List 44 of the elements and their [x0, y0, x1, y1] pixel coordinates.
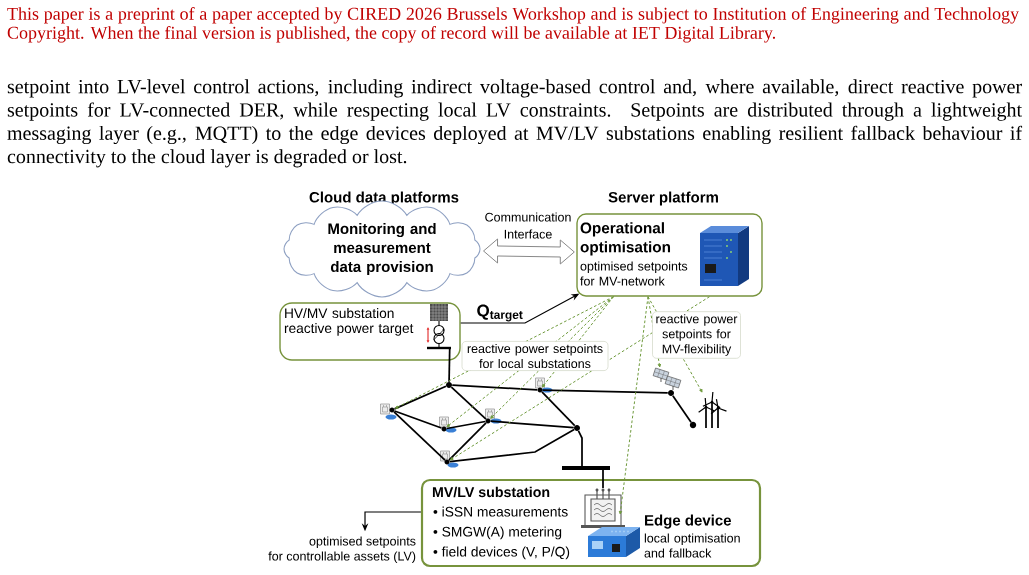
list-item: • iSSN measurements [433, 506, 568, 517]
substation-icon [440, 450, 459, 468]
device-name: Edge device [645, 514, 731, 529]
box-title: MV/LV substation [432, 486, 550, 498]
wind-farm-icon [698, 391, 728, 429]
power-line [445, 420, 487, 430]
power-line [451, 384, 539, 391]
substation-icon [535, 377, 553, 393]
dashed-arrow [449, 296, 710, 461]
busbar [562, 466, 610, 470]
box-title: Operational optimisation [580, 222, 670, 256]
power-line [577, 430, 583, 467]
substation-icon [380, 403, 397, 420]
power-line [602, 469, 604, 489]
edge-label: reactive power setpoints for local substations [461, 341, 609, 371]
power-line [393, 411, 446, 461]
dashed-arrow [618, 296, 649, 515]
power-line [448, 422, 487, 461]
transformer-icon [581, 488, 625, 528]
power-line [541, 391, 576, 427]
edge-label: Communication Interface [485, 212, 571, 239]
box-text: HV/MV substation reactive power target [284, 308, 414, 336]
substation-icon [439, 416, 457, 433]
box-text: optimised setpoints for MV-network [580, 261, 688, 286]
list-item: • field devices (V, P/Q) [433, 546, 570, 560]
power-line [450, 386, 487, 420]
device-caption: local optimisation and fallback [644, 533, 740, 558]
list-item: • SMGW(A) metering [433, 526, 562, 540]
substation-box [420, 478, 762, 568]
edge-label: reactive power setpoints for MV-flexibility [652, 311, 741, 359]
power-line [448, 347, 451, 383]
power-line [448, 428, 576, 463]
edge-label: Q$_{target}$ [477, 304, 523, 322]
power-line [672, 394, 692, 423]
body-text: setpoint into LV-level control actions, including indirect voltage-based control and, where available, direct reactive power setpoints for LV-connected DER, while respecting local LV constraints. Setpoints are distributed through a lightweight messaging layer (e.g., MQTT) to the edge devices deployed at MV/LV substations enabling resilient fallback behaviour if connectivity to the cloud layer is degraded or lost. [7, 79, 1023, 168]
annotation-text: optimised setpoints for controllable assets (LV) [268, 536, 416, 564]
power-line [541, 389, 669, 394]
block-arrow [483, 238, 575, 265]
power-line [489, 420, 575, 429]
notice-text: This paper is a preprint of a paper accepted by CIRED 2026 Brussels Workshop and is subject to Institution of Engineering and Technology Copyright. When the final version is published, the copy of record will be available at IET Digital Library. [7, 7, 1019, 43]
substation-icon [485, 408, 502, 424]
substation-box [279, 302, 461, 361]
heading: Server platform [608, 191, 718, 206]
power-line [393, 410, 443, 429]
